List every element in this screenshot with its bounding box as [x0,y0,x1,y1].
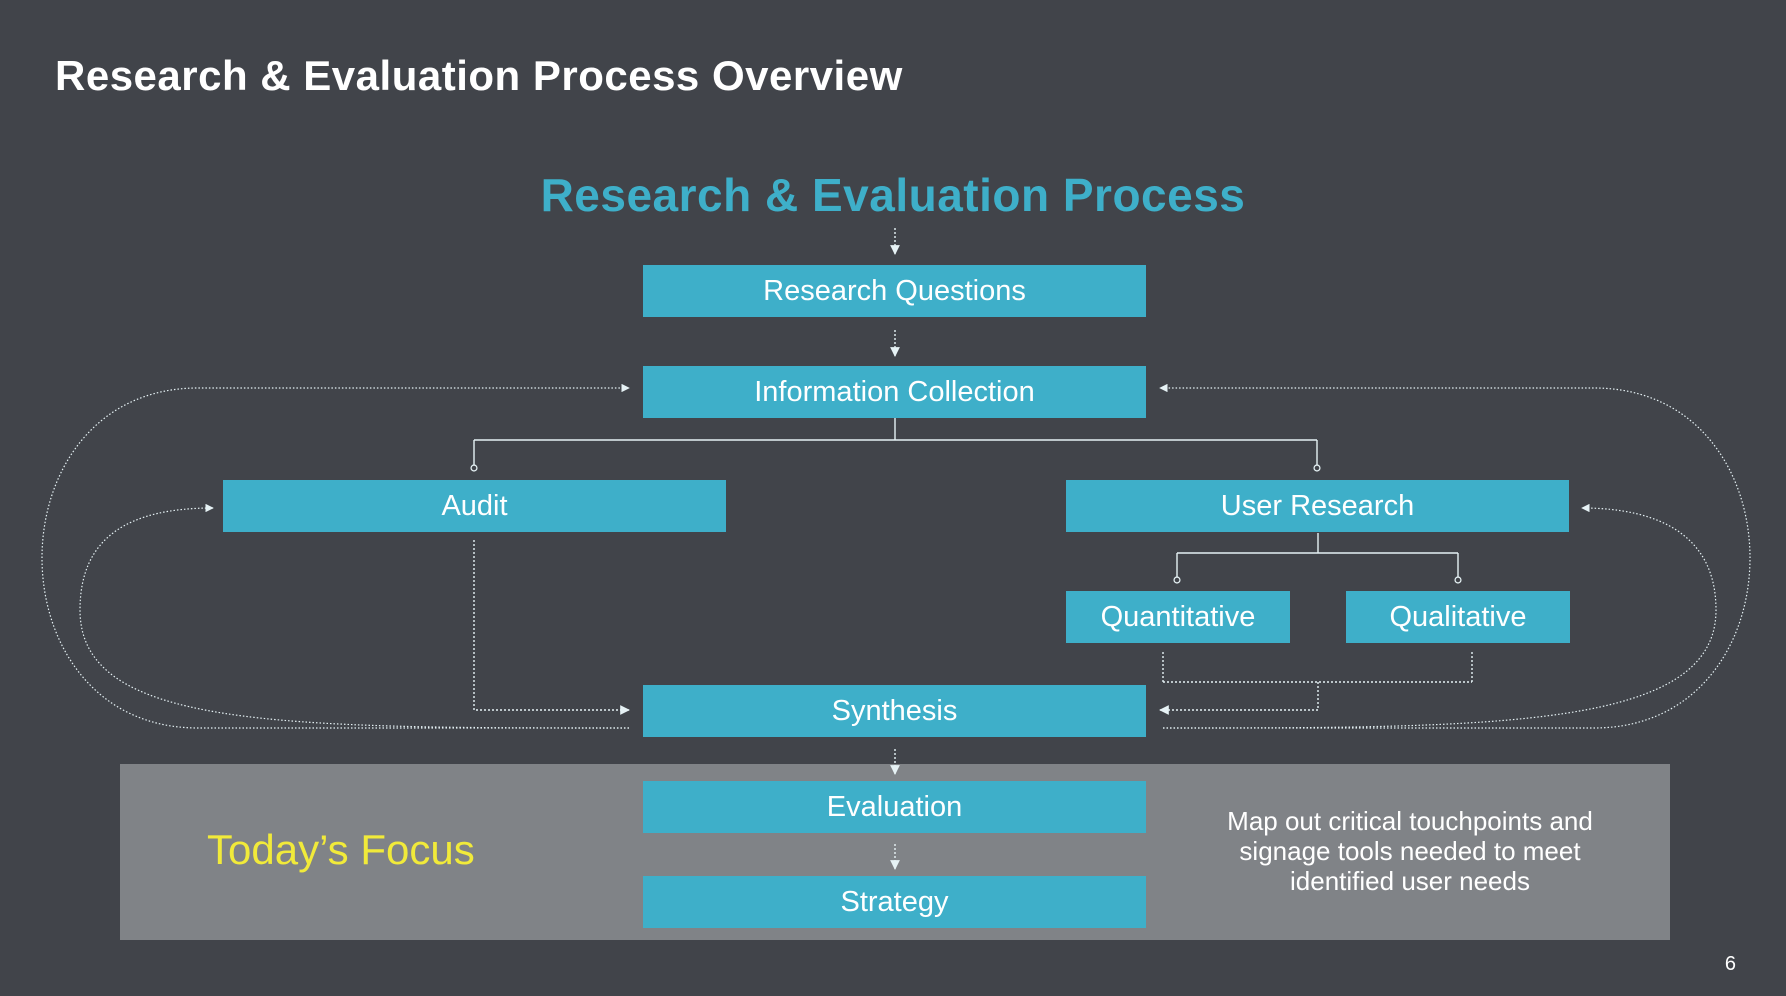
methods-to-synthesis [1159,652,1473,715]
slide-title: Research & Evaluation Process Overview [55,52,903,99]
focus-note: Map out critical touchpoints and signage… [1227,806,1593,896]
information-collection-box: Information Collection [643,366,1146,418]
research-questions-box: Research Questions [643,265,1146,317]
user-research-box: User Research [1066,480,1569,532]
right-feedback-loops [1159,383,1751,729]
user-research-branch [1173,533,1462,584]
diagram-title: Research & Evaluation Process [540,169,1246,221]
strategy-box: Strategy [643,876,1146,928]
qualitative-box: Qualitative [1346,591,1570,643]
page-number: 6 [1724,953,1736,975]
evaluation-box: Evaluation [643,781,1146,833]
quantitative-box: Quantitative [1066,591,1290,643]
left-feedback-loops [41,383,630,729]
audit-box: Audit [223,480,726,532]
collection-branch [470,418,1321,472]
focus-label: Today’s Focus [207,826,475,873]
audit-to-synthesis [473,540,630,715]
synthesis-box: Synthesis [643,685,1146,737]
